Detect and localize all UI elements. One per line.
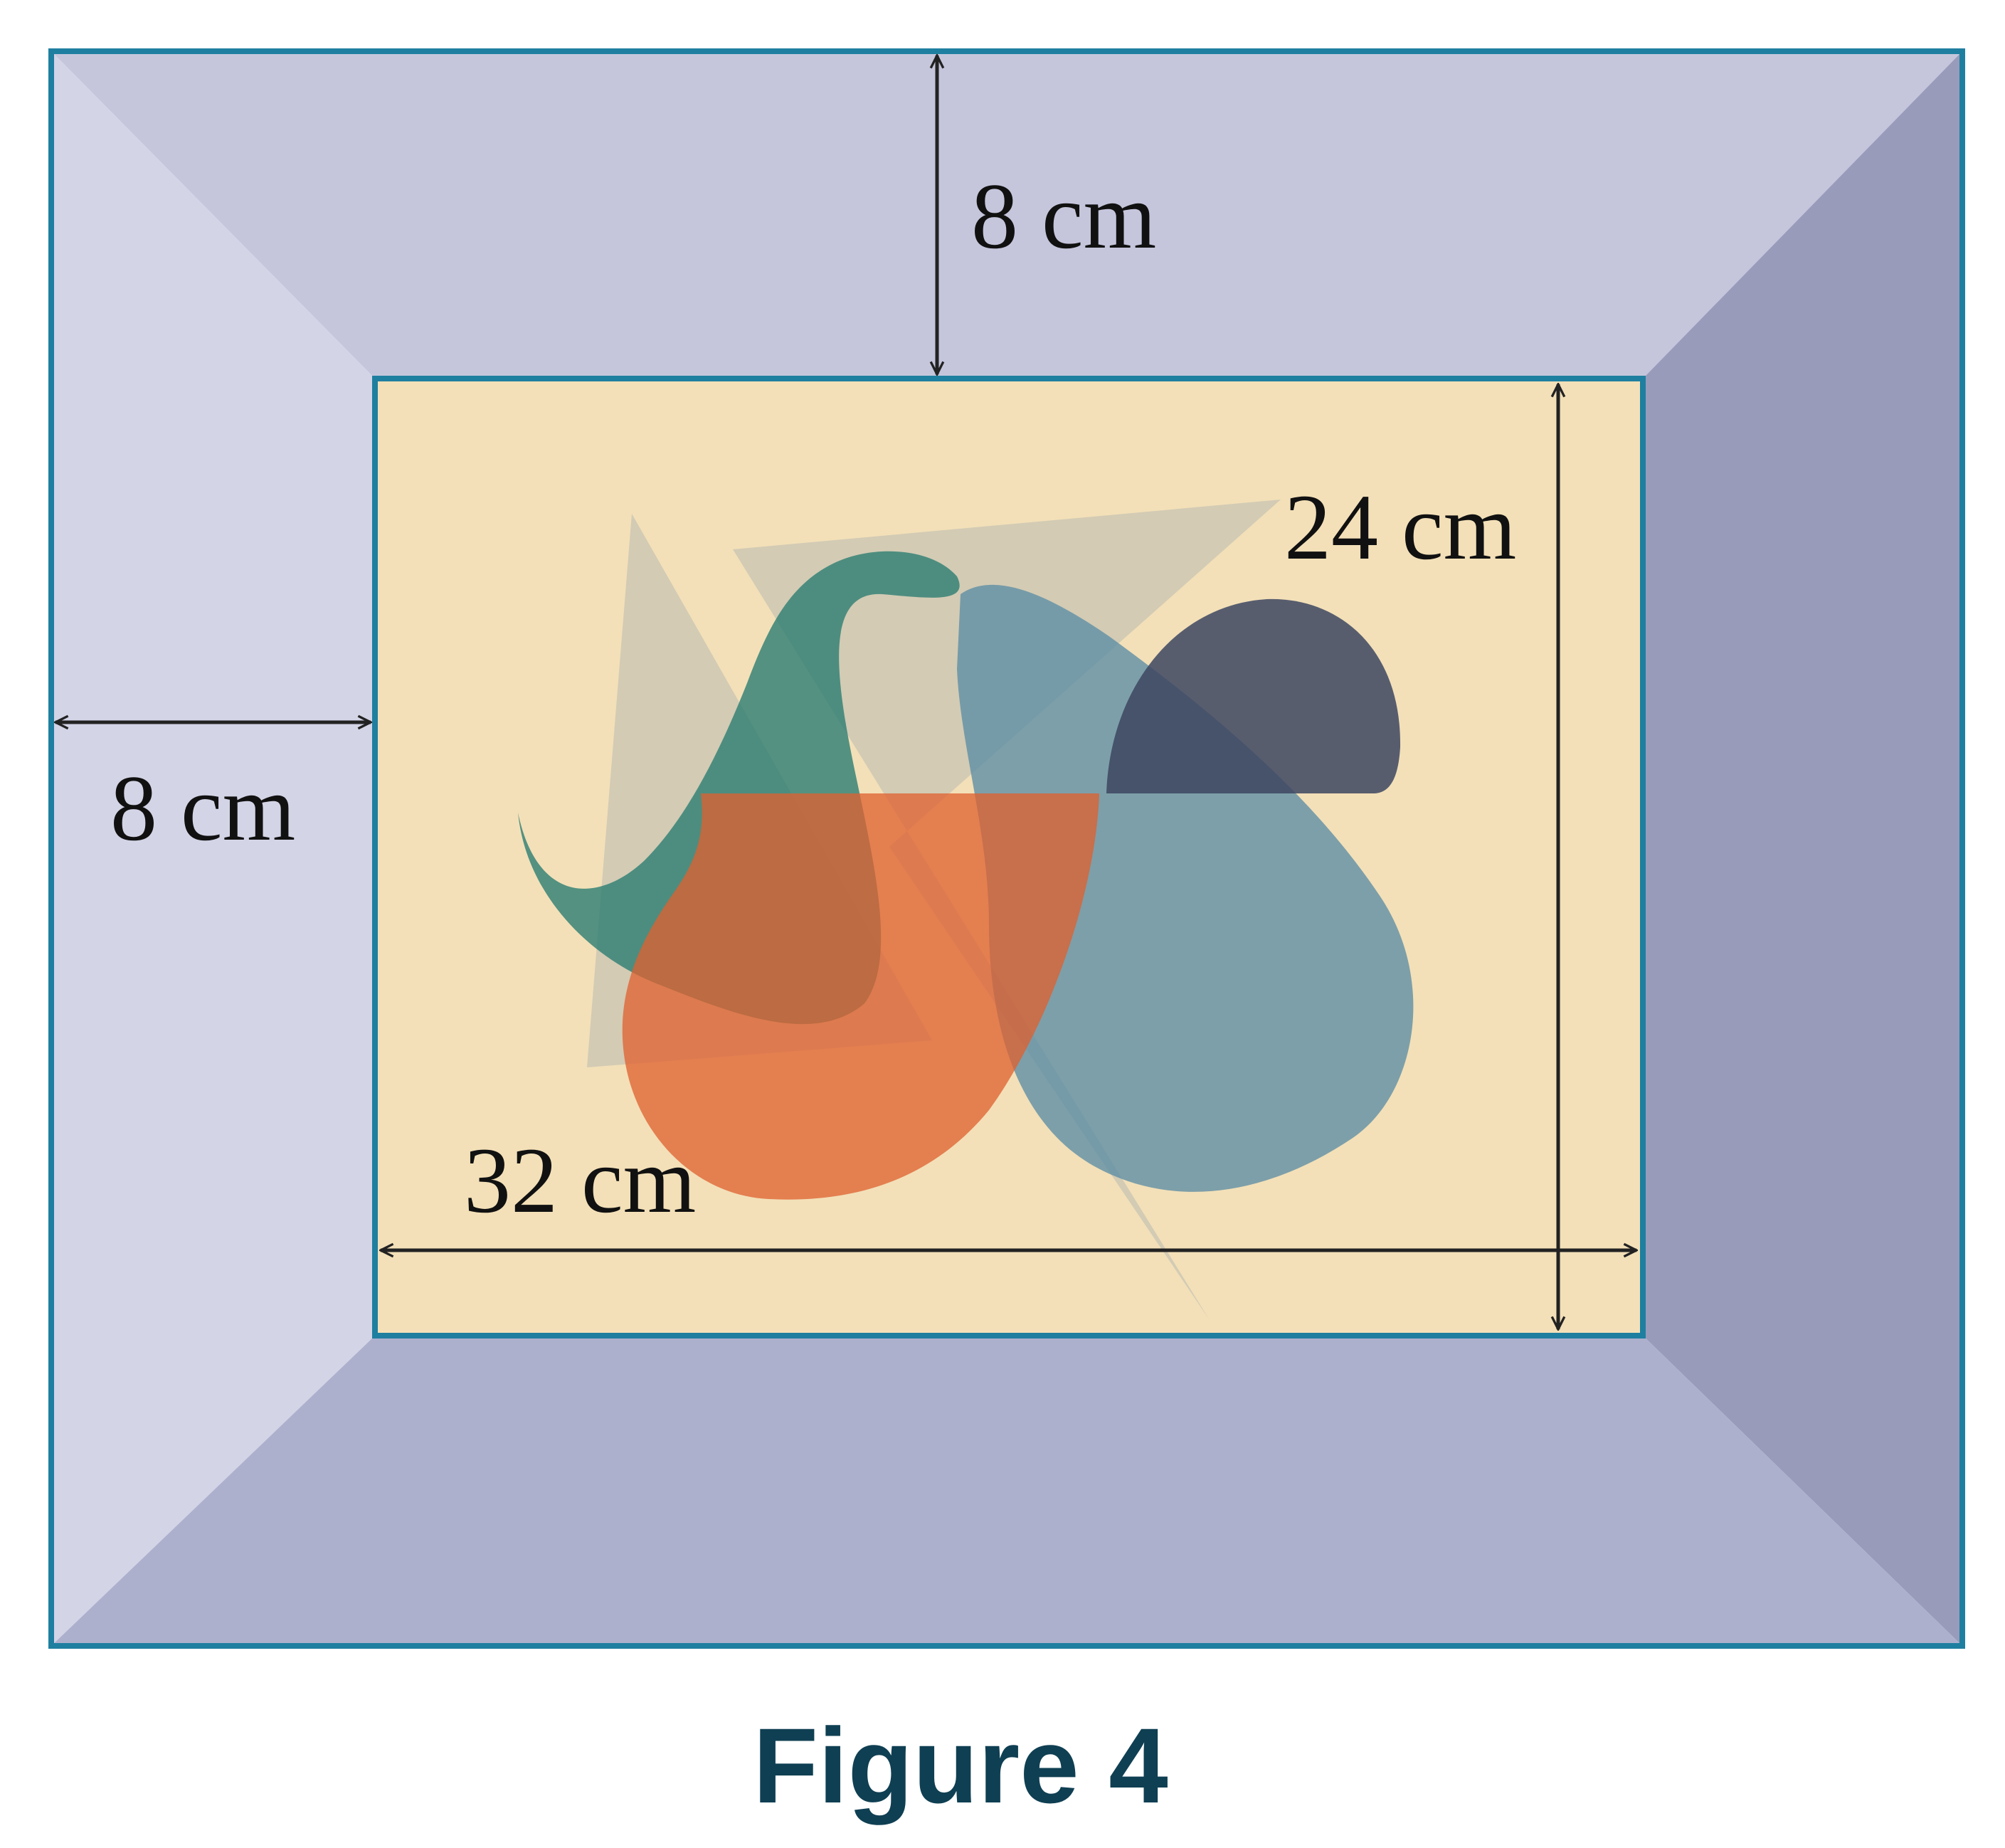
blue-blob-shape (957, 584, 1414, 1192)
label-picture-height: 24 cm (1284, 475, 1516, 579)
frame-right-panel (1643, 51, 1962, 1646)
label-frame-left-width: 8 cm (110, 756, 295, 860)
frame-bottom-panel (51, 1336, 1962, 1646)
frame-left-panel (51, 51, 375, 1646)
dimension-arrows (55, 56, 1636, 1329)
label-picture-width: 32 cm (464, 1128, 696, 1232)
picture-border (372, 376, 1646, 1339)
figure-caption: Figure 4 (753, 1706, 1168, 1825)
framed-picture-diagram: 8 cm 8 cm 24 cm 32 cm (48, 48, 1965, 1649)
picture-frame (48, 48, 1965, 1649)
frame-outer-border (48, 48, 1965, 1649)
navy-half-circle-shape (1106, 598, 1401, 793)
orange-shape (622, 793, 1099, 1200)
picture (375, 379, 1643, 1336)
frame-top-panel (51, 51, 1962, 379)
gray-triangle-large (733, 500, 1281, 1320)
label-frame-top-width: 8 cm (971, 164, 1156, 268)
